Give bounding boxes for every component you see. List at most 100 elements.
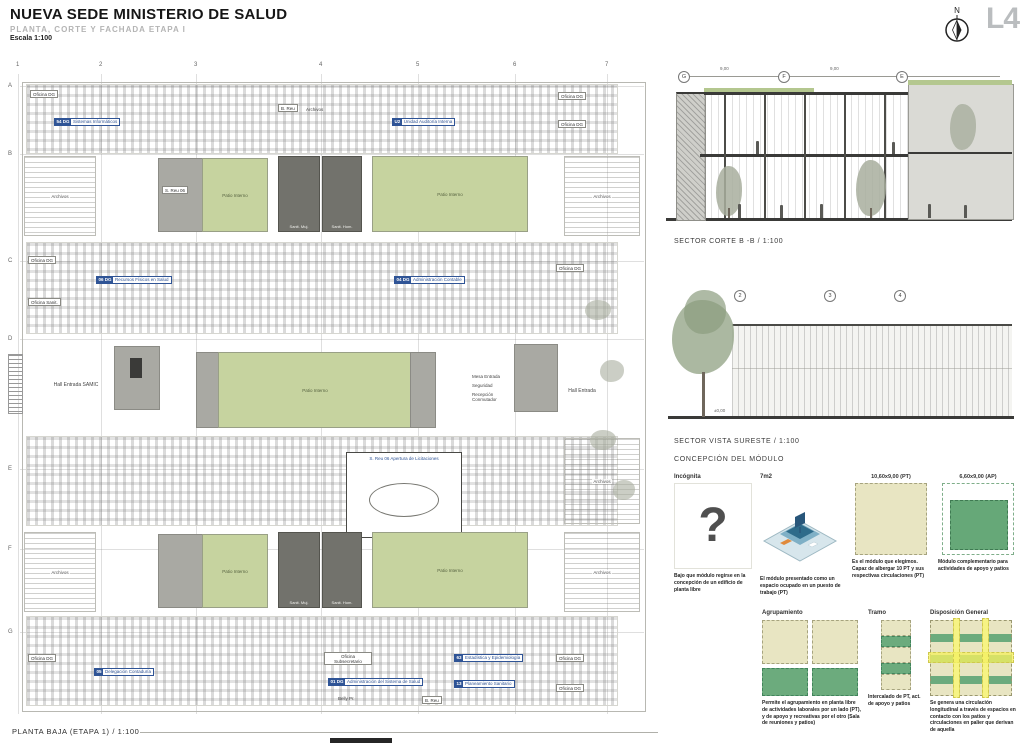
section-core-left bbox=[676, 92, 706, 221]
service-core bbox=[158, 534, 204, 608]
grid-line-h bbox=[20, 86, 644, 87]
grid-row-label: E bbox=[8, 466, 13, 472]
dept-tag-label: Planeamiento Sanitario bbox=[465, 681, 512, 686]
pt-block bbox=[881, 674, 911, 690]
scale-bar bbox=[330, 738, 392, 743]
entry-door bbox=[130, 358, 142, 378]
small-courtyard: Patio Interno bbox=[202, 158, 268, 232]
switchboard-label: Recepción Conmutador bbox=[472, 392, 497, 403]
courtyard-label: Patio Interno bbox=[302, 387, 328, 393]
ap-block bbox=[881, 663, 911, 674]
archive-room: Archivos bbox=[564, 156, 640, 236]
pt-block bbox=[881, 620, 911, 636]
ap-block bbox=[762, 668, 808, 696]
office-band-3 bbox=[26, 436, 618, 526]
pt-block bbox=[812, 620, 858, 664]
circulation-band-vertical bbox=[953, 618, 960, 698]
office-band-2 bbox=[26, 242, 618, 334]
section-tree bbox=[716, 166, 742, 216]
section-title: SECTOR CORTE B -B / 1:100 bbox=[674, 238, 784, 245]
pt-module-figure bbox=[855, 483, 927, 555]
archive-room: Archivos bbox=[564, 438, 640, 524]
person-silhouette bbox=[892, 142, 895, 154]
grid-col-label: 4 bbox=[319, 62, 323, 68]
grid-bubble: 3 bbox=[824, 290, 836, 302]
ap-block bbox=[881, 636, 911, 647]
grid-line-h bbox=[20, 632, 644, 633]
elevation-tree bbox=[684, 290, 726, 334]
archive-label: Archivos bbox=[50, 193, 70, 199]
plan-tree bbox=[590, 430, 616, 450]
grid-line-v bbox=[101, 74, 102, 714]
person-silhouette bbox=[928, 204, 931, 218]
diagram-caption: Intercalado de PT, act. de apoyo y patio… bbox=[868, 694, 921, 707]
reception-label: Mesa Entrada bbox=[472, 374, 501, 379]
grid-bubble: F bbox=[778, 71, 790, 83]
card-label: 10,60x9,00 (PT) bbox=[871, 474, 911, 480]
plan-tree bbox=[585, 300, 611, 320]
diagram-caption: Permite el agrupamiento en planta libre … bbox=[762, 700, 861, 727]
dimension-label: 9,00 bbox=[720, 66, 729, 71]
elevation-title: SECTOR VISTA SURESTE / 1:100 bbox=[674, 438, 800, 445]
glazing-upper bbox=[704, 95, 908, 154]
grid-bubble: 4 bbox=[894, 290, 906, 302]
sanitary-core-men: Sanit. Hom. bbox=[322, 156, 362, 232]
room-label: S. Reu 06 bbox=[162, 186, 189, 195]
person-silhouette bbox=[820, 204, 823, 218]
ap-block bbox=[812, 668, 858, 696]
service-core bbox=[158, 158, 204, 232]
facade-floor-line bbox=[732, 368, 1012, 369]
grid-row-label: D bbox=[8, 336, 13, 342]
courtyard-label: Patio Interno bbox=[222, 568, 248, 574]
scale-label: Escala 1:100 bbox=[10, 35, 53, 42]
person-silhouette bbox=[756, 141, 759, 154]
card-caption: Es el módulo que elegimos. Capaz de albe… bbox=[852, 559, 924, 579]
office-band-4 bbox=[26, 616, 618, 706]
pt-block bbox=[762, 620, 808, 664]
large-courtyard: Patio Interno bbox=[372, 532, 528, 608]
room-label: Oficina DG bbox=[28, 256, 57, 265]
grid-row-label: C bbox=[8, 258, 13, 264]
compass-north-label: N bbox=[954, 6, 960, 15]
ground-line bbox=[666, 218, 1012, 221]
facade bbox=[732, 324, 1012, 419]
card-label: 7m2 bbox=[760, 474, 773, 480]
agrupamiento-figure bbox=[762, 620, 862, 696]
entry-core bbox=[114, 346, 160, 410]
north-compass-icon: N bbox=[945, 6, 969, 42]
room-label: Oficina DG bbox=[558, 120, 587, 129]
diagram-label: Tramo bbox=[868, 610, 887, 616]
office-band-1 bbox=[26, 84, 618, 154]
hall-label: Hall Entrada bbox=[568, 388, 596, 394]
dept-tag-code: 13 bbox=[455, 681, 464, 687]
floor-slab bbox=[908, 152, 1012, 154]
dimension-label: 9,00 bbox=[830, 66, 839, 71]
plan-caption: PLANTA BAJA (ETAPA 1) / 1:100 bbox=[12, 727, 140, 736]
grid-line-v bbox=[607, 74, 608, 714]
diagram-disposicion: Disposición General Se genera una circul… bbox=[928, 610, 1018, 734]
courtyard-label: Patio Interno bbox=[437, 191, 463, 197]
diagram-tramo: Tramo Intercalado de PT, act. de apoyo y… bbox=[868, 610, 924, 708]
room-label: B. Reu bbox=[422, 696, 442, 705]
ground-line bbox=[668, 416, 1014, 419]
courtyard-end-core bbox=[410, 352, 436, 428]
green-roof bbox=[908, 80, 1012, 85]
column bbox=[764, 95, 766, 218]
grid-col-label: 3 bbox=[194, 62, 198, 68]
room-label: Oficina DG bbox=[558, 92, 587, 101]
courtyard-label: Patio Interno bbox=[222, 192, 248, 198]
card-caption: Bajo que módulo regirse en la concepción… bbox=[674, 573, 746, 593]
plan-tree bbox=[600, 360, 624, 382]
roof-slab bbox=[704, 92, 908, 95]
card-label: Incógnita bbox=[674, 474, 701, 480]
green-terrace bbox=[704, 88, 814, 92]
concept-card-7m2: 7m2 El módulo presentado como un espacio… bbox=[760, 474, 844, 596]
room-label: Oficina DG bbox=[556, 684, 585, 693]
room-label: Oficina DG bbox=[556, 264, 585, 273]
person-silhouette bbox=[738, 204, 741, 218]
